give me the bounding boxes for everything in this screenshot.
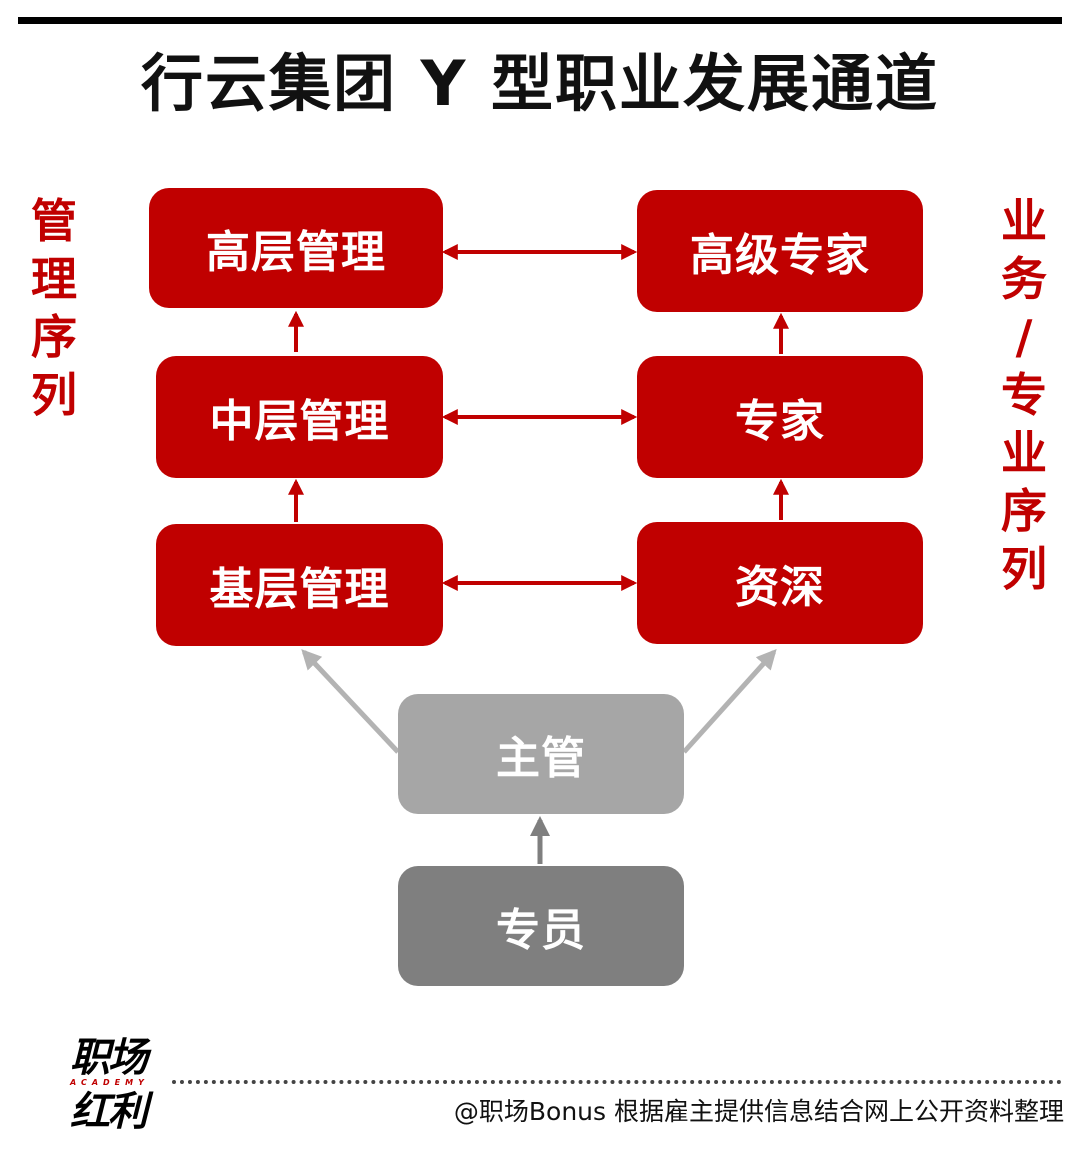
page-title: 行云集团 Y 型职业发展通道 <box>140 47 940 120</box>
senior-specialist-box: 资深 <box>637 522 923 644</box>
senior-management-box: 高层管理 <box>149 188 443 308</box>
branch-right-arrow <box>682 649 777 754</box>
supervisor-box: 主管 <box>398 694 684 814</box>
branch-left-arrow <box>301 649 400 754</box>
junior-management-box: 基层管理 <box>156 524 443 646</box>
top-rule <box>18 17 1062 24</box>
middle-management-box: 中层管理 <box>156 356 443 478</box>
brand-logo: 职场 ACADEMY 红利 <box>62 1034 162 1142</box>
logo-line-2: 红利 <box>70 1089 148 1135</box>
specialist-box: 专员 <box>398 866 684 986</box>
footer-dotted-rule <box>172 1080 1062 1084</box>
expert-box: 专家 <box>637 356 923 478</box>
logo-subtitle: ACADEMY <box>70 1078 149 1087</box>
management-sequence-label: 管 理 序 列 <box>31 194 77 422</box>
logo-line-1: 职场 <box>70 1035 148 1081</box>
footer-caption: @职场Bonus 根据雇主提供信息结合网上公开资料整理 <box>453 1097 1064 1126</box>
professional-sequence-label: 业 务 / 专 业 序 列 <box>1001 194 1047 596</box>
senior-expert-box: 高级专家 <box>637 190 923 312</box>
